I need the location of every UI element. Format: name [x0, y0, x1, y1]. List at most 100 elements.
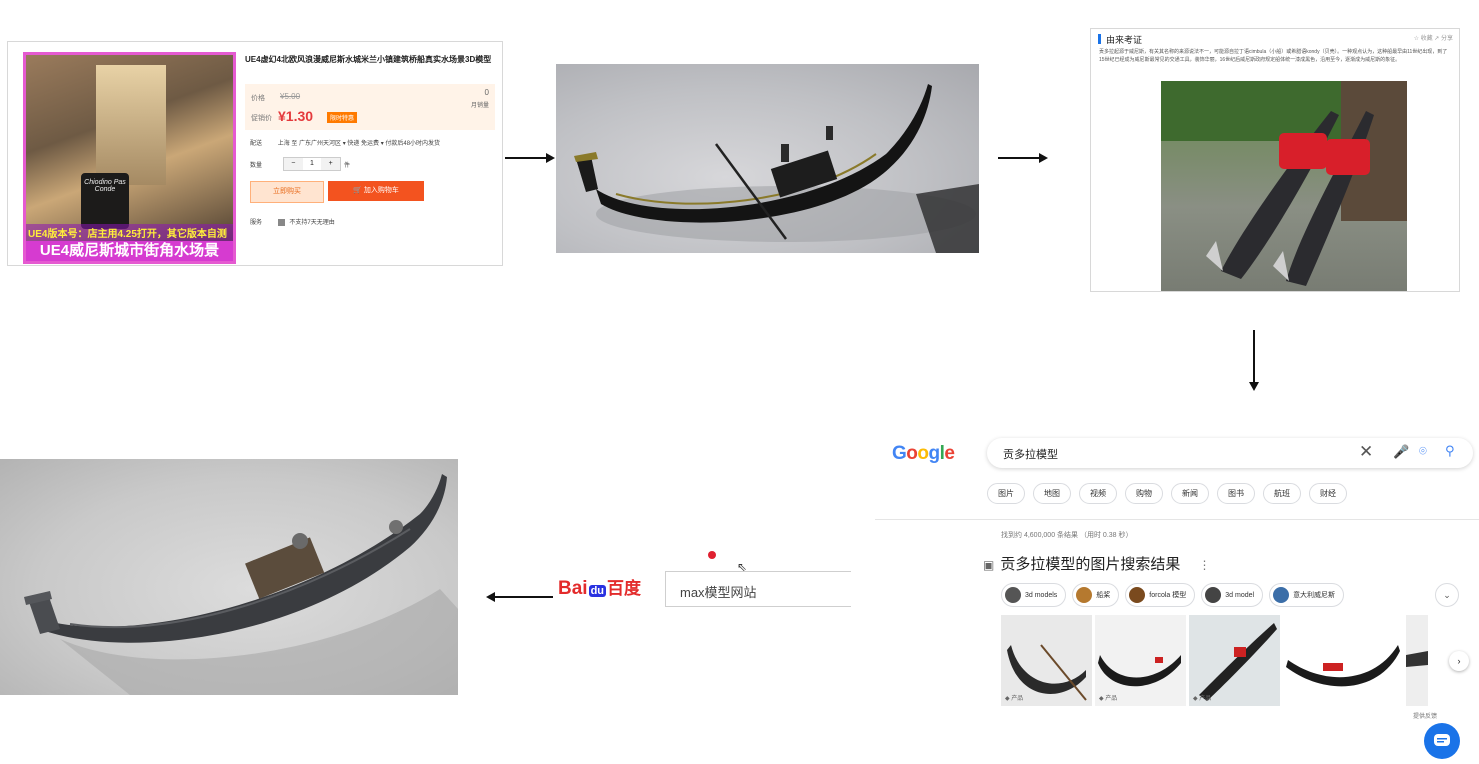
qty-minus-button[interactable]: −: [284, 158, 303, 170]
tab-videos[interactable]: 视频: [1079, 483, 1117, 504]
baidu-logo-left: Bai: [558, 578, 588, 599]
chip-label: 意大利威尼斯: [1293, 592, 1336, 599]
search-tabs: 图片 地图 视频 购物 新闻 图书 航班 财经: [987, 483, 1347, 504]
section-marker: [1098, 34, 1101, 44]
result-image: [1286, 645, 1400, 687]
more-options-icon[interactable]: ⋮: [1198, 558, 1211, 572]
chat-bubble-button[interactable]: [1424, 723, 1460, 759]
chip-label: 3d model: [1225, 591, 1255, 599]
search-query[interactable]: 贡多拉模型: [1003, 449, 1058, 461]
service-row: 服务 不支持7天无理由: [250, 217, 335, 226]
google-logo-letter: G: [892, 443, 907, 464]
image-results-heading[interactable]: ▣贡多拉模型的图片搜索结果 ⋮: [983, 553, 1211, 574]
chip-thumbnail: [1076, 587, 1093, 603]
service-icon: [277, 218, 285, 226]
chip-label: 3d models: [1025, 591, 1058, 599]
search-icon[interactable]: ⚲: [1445, 443, 1455, 458]
quantity-unit: 件: [344, 163, 351, 169]
shipping-text[interactable]: 上海 至 广东广州天河区 ▾ 快递 免运费 ▾ 付款后48小时内发货: [277, 141, 441, 147]
tab-maps[interactable]: 地图: [1033, 483, 1071, 504]
result-image: [1199, 623, 1277, 701]
history-document-panel: 由来考证 ☆ 收藏 ↗ 分享 贡多拉起源于威尼斯，有关其名称的来源说法不一，可能…: [1090, 28, 1460, 292]
sales-label: 月销量: [470, 103, 489, 109]
image-result[interactable]: ◆ 产品: [1189, 615, 1280, 706]
google-logo-letter: g: [928, 443, 941, 464]
service-text: 不支持7天无理由: [289, 220, 335, 226]
gondola-final-render: [0, 459, 458, 695]
doc-actions[interactable]: ☆ 收藏 ↗ 分享: [1413, 36, 1453, 42]
image-result[interactable]: ◆ 产品: [1001, 615, 1092, 706]
chat-icon: [1434, 734, 1450, 746]
product-title[interactable]: UE4虚幻4北欧风浪漫威尼斯水城米兰小镇建筑桥船真实水场景3D模型: [245, 55, 492, 64]
chip-thumbnail: [1205, 587, 1222, 603]
next-arrow-button[interactable]: ›: [1449, 651, 1469, 671]
buy-now-button[interactable]: 立即购买: [250, 181, 324, 203]
google-search-panel: Google 贡多拉模型 ✕ 🎤 ⌾ ⚲ 图片 地图 视频 购物 新闻 图书 航…: [875, 425, 1479, 759]
service-label: 服务: [250, 220, 263, 226]
product-listing-panel: Chiodino Pas Conde UE4版本号：店主用4.25打开，其它版本…: [7, 41, 503, 266]
add-to-cart-label: 加入购物车: [363, 187, 399, 194]
baidu-search-text[interactable]: max模型网站: [680, 585, 757, 600]
chip-3d-models[interactable]: 3d models: [1001, 583, 1067, 607]
google-logo-letter: l: [939, 443, 945, 464]
chip-forcola[interactable]: forcola 模型: [1125, 583, 1196, 607]
google-logo[interactable]: Google: [892, 443, 955, 465]
google-search-box[interactable]: 贡多拉模型 ✕ 🎤 ⌾ ⚲: [987, 438, 1473, 468]
result-image: [1406, 651, 1428, 667]
image-result[interactable]: ◆ 产品: [1095, 615, 1186, 706]
add-to-cart-button[interactable]: 🛒 加入购物车: [328, 181, 424, 201]
sales-count: 0: [484, 88, 489, 97]
chip-oar[interactable]: 船桨: [1072, 583, 1120, 607]
qty-input[interactable]: 1: [310, 160, 314, 167]
gondola-photo: [1161, 81, 1407, 291]
result-stats: 找到约 4,600,000 条结果 （用时 0.38 秒）: [1001, 532, 1133, 539]
tab-books[interactable]: 图书: [1217, 483, 1255, 504]
tab-images[interactable]: 图片: [987, 483, 1025, 504]
sign-text: Chiodino Pas Conde: [84, 179, 126, 193]
google-logo-letter: e: [944, 443, 955, 464]
chip-thumbnail: [1129, 587, 1146, 603]
tab-flights[interactable]: 航班: [1263, 483, 1301, 504]
product-image[interactable]: Chiodino Pas Conde UE4版本号：店主用4.25打开，其它版本…: [23, 52, 236, 264]
chip-venice[interactable]: 意大利威尼斯: [1269, 583, 1345, 607]
tab-news[interactable]: 新闻: [1171, 483, 1209, 504]
image-results: ◆ 产品 ◆ 产品 ◆ 产品: [1001, 615, 1428, 706]
product-banner: UE4威尼斯城市街角水场景: [26, 241, 233, 261]
image-result[interactable]: [1406, 615, 1428, 706]
promo-price: ¥1.30: [278, 108, 314, 124]
chalkboard-sign: Chiodino Pas Conde: [81, 173, 129, 229]
quantity-label: 数量: [250, 163, 263, 169]
microphone-icon[interactable]: 🎤: [1393, 444, 1410, 459]
clear-icon[interactable]: ✕: [1359, 442, 1374, 461]
feedback-link[interactable]: 提供反馈: [1413, 714, 1438, 720]
image-result[interactable]: [1283, 615, 1403, 706]
qty-plus-button[interactable]: +: [321, 158, 341, 170]
cart-icon: 🛒: [353, 187, 364, 194]
chevron-down-icon[interactable]: ⌄: [1435, 583, 1459, 607]
baidu-logo-cn: 百度: [607, 579, 642, 598]
baidu-search-input[interactable]: max模型网站: [665, 571, 851, 607]
shipping-label: 配送: [250, 141, 263, 147]
original-price-label: 价格: [251, 95, 265, 102]
result-tag: ◆ 产品: [1099, 696, 1118, 702]
camera-search-icon[interactable]: ⌾: [1419, 443, 1427, 458]
image-icon: ▣: [983, 558, 995, 572]
shipping-row: 配送 上海 至 广东广州天河区 ▾ 快递 免运费 ▾ 付款后48小时内发货: [250, 138, 440, 147]
street-scene: [96, 65, 166, 185]
result-image: [1098, 655, 1181, 687]
pin-icon: [708, 551, 716, 559]
quantity-stepper: − 1 +: [283, 157, 341, 171]
gondola-photo-svg: [1161, 81, 1407, 286]
promo-price-label: 促销价: [251, 115, 272, 122]
tab-finance[interactable]: 财经: [1309, 483, 1347, 504]
version-banner: UE4版本号：店主用4.25打开，其它版本自测: [26, 224, 233, 241]
related-chips: 3d models 船桨 forcola 模型 3d model 意大利威尼斯: [1001, 583, 1345, 607]
result-tag: ◆ 产品: [1005, 696, 1024, 702]
chip-3d-model[interactable]: 3d model: [1201, 583, 1264, 607]
divider: [875, 519, 1479, 520]
tab-shopping[interactable]: 购物: [1125, 483, 1163, 504]
google-logo-letter: o: [917, 443, 929, 464]
final-render-svg: [24, 474, 458, 695]
history-paragraph: 贡多拉起源于威尼斯，有关其名称的来源说法不一，可能源自拉丁语cimbula（小船…: [1099, 49, 1448, 63]
